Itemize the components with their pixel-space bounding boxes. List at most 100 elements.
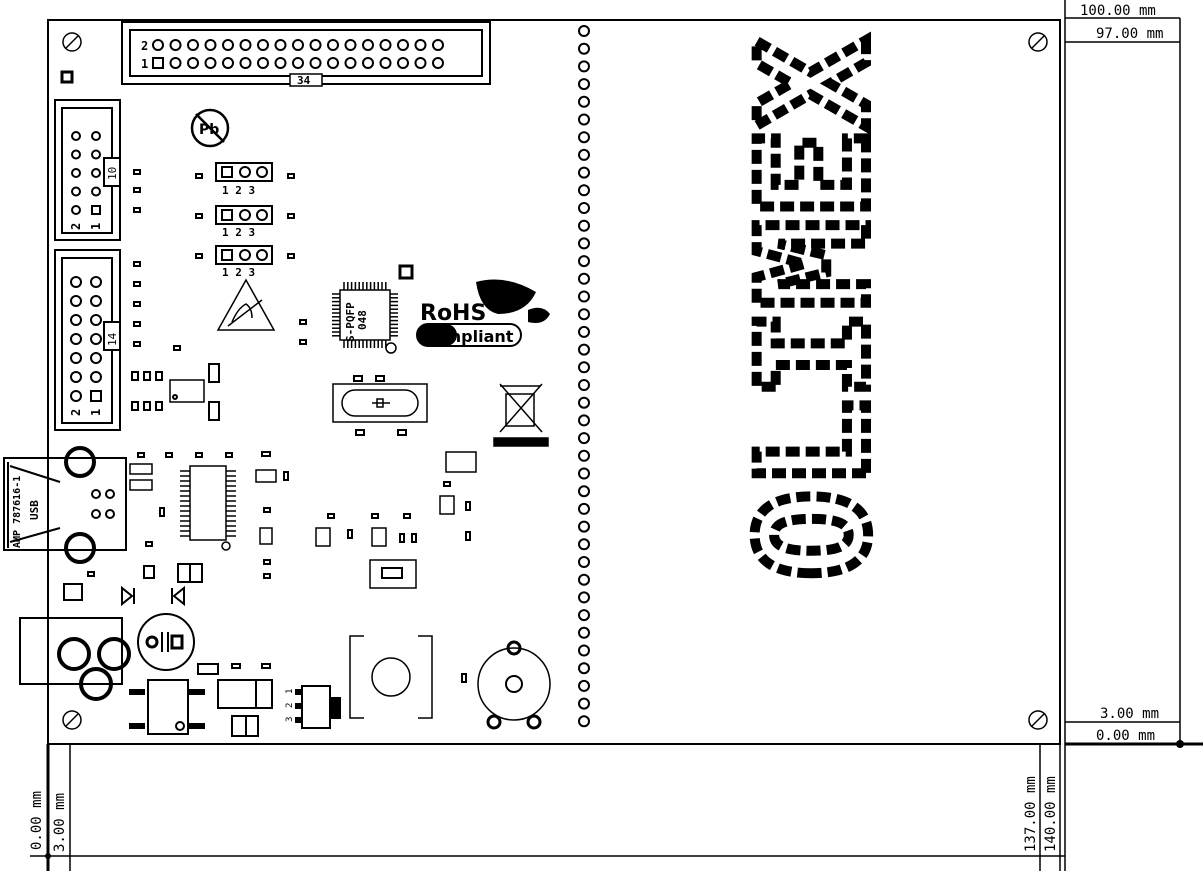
connector-14pin [54,249,121,431]
connector-pin [71,149,81,160]
extension-pin [578,697,590,710]
extension-pin [578,219,590,232]
connector-pin [91,168,101,178]
header-count-label: 34 [297,74,311,87]
extension-pin [578,113,590,126]
extension-pin [578,343,590,356]
trimmer [461,640,551,730]
header-34pin [121,21,491,87]
header-pin [327,57,339,69]
header-pin [414,39,427,51]
connector-pin [70,333,82,345]
extension-pin [578,272,590,285]
extension-pin [578,60,590,73]
dimension-origin-dot [1176,740,1184,748]
connector-pin [70,314,82,326]
fiducial-square [60,70,74,84]
board-outline [47,19,1061,745]
extension-pin [578,556,590,568]
header-pin1-label: 1 [141,57,148,71]
header-pin [344,39,357,51]
slide-switch [295,685,341,729]
power-jack [19,617,131,701]
connector-pin [90,314,102,326]
connector-pin [90,295,102,307]
connector-pin [70,295,82,307]
header-pin [397,39,409,51]
connector-10-count: 10 [106,167,119,180]
rohs-title: RoHS [420,301,486,326]
dim-right-top-outer: 100.00 mm [1080,3,1156,19]
switch-pin1: 1 [285,689,295,694]
extension-pin [578,42,590,55]
jumper2-pins: 1 2 3 [222,226,255,239]
extension-pin [578,396,590,409]
extension-pin [578,361,590,374]
usb-label: USB [28,500,41,520]
extension-pin [578,626,590,639]
header-pin [257,39,269,51]
connector-pin [71,131,81,141]
usb-part-number: AMP 787616-1 [12,476,23,548]
chip-cap [398,264,414,280]
extension-pin [578,485,590,498]
extension-pin [578,591,590,604]
connector-10-pin2: 2 [69,223,83,230]
header-pin [292,57,304,69]
extension-pin [578,449,590,462]
esd-warning-icon [216,278,276,331]
header-pin [169,57,182,69]
jumper1-pins: 1 2 3 [222,184,255,197]
pb-free-label: Pb [199,122,219,138]
connector-pin [90,276,102,288]
header-pin [274,57,287,69]
connector-pin [70,352,82,364]
dim-bottom-right-inner: 137.00 mm [1023,776,1039,852]
dim-right-top-inner: 97.00 mm [1096,26,1164,42]
header-pin [432,57,444,69]
extension-pin [578,715,590,728]
header-pin [169,39,182,51]
connector-pin [91,149,101,160]
switch-pin2: 2 [285,703,295,708]
extension-pin [578,131,590,144]
header-pin [187,39,199,51]
crystal-oscillator [332,375,428,436]
connector-pin [71,168,81,178]
extension-pin [578,379,590,391]
jumper3-pins: 1 2 3 [222,266,255,279]
mounting-holes [62,32,1048,730]
extension-pin [578,502,590,515]
pb-free-icon [190,108,230,148]
header-pin [344,57,357,69]
connector-14-pin1: 1 [89,409,103,416]
dim-bottom-left-outer: 0.00 mm [29,790,45,850]
extension-pin [578,290,590,303]
extension-pin [578,573,590,586]
logo-text: OLIMEX [728,38,902,580]
extension-pin [578,414,590,427]
usb-connector [3,446,127,564]
header-pin [187,57,199,69]
header-pin [152,39,164,51]
rohs-subtitle: compliant [424,327,514,346]
header-pin [362,39,374,51]
connector-pin [70,276,82,288]
connector-10-pin1: 1 [89,223,103,230]
connector-pin [90,352,102,364]
extension-pin [578,166,590,179]
connector-pin [70,390,82,402]
extension-pin [578,237,590,250]
extension-pin [578,644,590,657]
misc-components-mid [255,451,477,589]
header-pin [327,39,339,51]
header-pin [257,57,269,69]
connector-pin [71,186,81,197]
extension-pin [578,325,590,338]
header-pin [362,57,374,69]
dim-right-bottom-inner: 3.00 mm [1100,706,1160,722]
header-pin [239,39,252,51]
header-pin [239,57,252,69]
header-pin [309,39,322,51]
